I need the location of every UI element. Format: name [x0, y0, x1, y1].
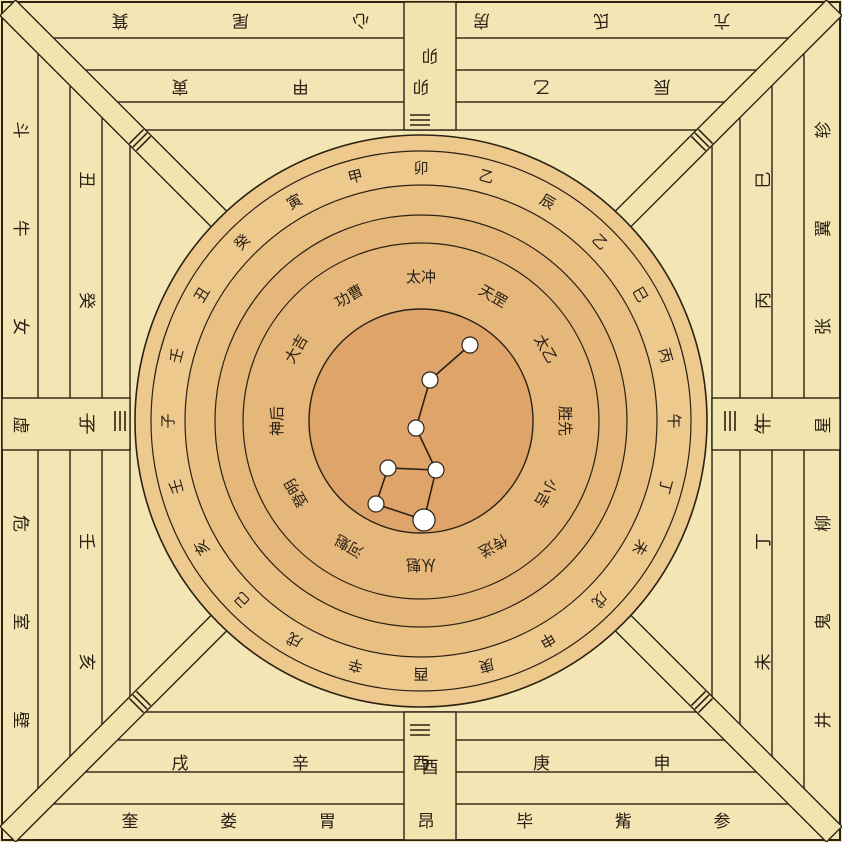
- bottom-mansion-char: 胃: [319, 812, 336, 832]
- left-mansion-char: 虚: [10, 417, 30, 434]
- bottom-branch-char: 庚: [533, 754, 550, 774]
- top-branch-char: 甲: [292, 76, 309, 96]
- left-mansion-char: 危: [10, 515, 30, 532]
- bottom-mansion-char: 奎: [122, 812, 139, 832]
- left-mansion-char: 壁: [10, 712, 30, 729]
- right-center-char: 午: [754, 418, 774, 435]
- top-mansion-char: 亢: [714, 10, 731, 30]
- bottom-branch-char: 戌: [172, 754, 189, 774]
- bottom-branch-char: 辛: [292, 754, 309, 774]
- right-branch-char: 巳: [754, 172, 774, 189]
- right-mansion-char: 井: [814, 712, 834, 729]
- bottom-branch-char: 申: [654, 754, 671, 774]
- top-mansion-char: 房: [473, 10, 490, 30]
- dipper-star: [368, 496, 384, 512]
- top-mansion-char: 心: [352, 10, 369, 30]
- dipper-star: [462, 337, 478, 353]
- inner-ring-char: 从魁: [406, 556, 436, 574]
- right-mansion-char: 鬼: [814, 613, 834, 630]
- inner-ring-char: 胜先: [556, 406, 574, 436]
- bottom-mansion-char: 娄: [220, 812, 237, 832]
- top-branch-char: 乙: [533, 76, 550, 96]
- top-center-char: 卯: [422, 45, 439, 65]
- inner-ring-char: 太冲: [406, 268, 436, 286]
- bottom-mansion-char: 参: [714, 812, 731, 832]
- right-mansion-char: 星: [814, 417, 834, 434]
- left-mansion-char: 斗: [10, 122, 30, 139]
- ring-char: 卯: [413, 159, 428, 177]
- right-mansion-char: 轸: [814, 122, 834, 139]
- top-mansion-char: 尾: [232, 10, 249, 30]
- left-mansion-char: 牛: [10, 220, 30, 237]
- top-branch-char: 寅: [172, 76, 189, 96]
- bottom-mansion-char: 昂: [418, 812, 435, 832]
- top-center-bar: [404, 2, 456, 130]
- dipper-star: [428, 462, 444, 478]
- right-mansion-char: 张: [814, 318, 834, 335]
- top-mansion-char: 氐: [593, 10, 610, 30]
- right-mansion-char: 翼: [814, 220, 834, 237]
- left-mansion-char: 女: [10, 318, 30, 335]
- dipper-star: [408, 420, 424, 436]
- right-branch-char: 未: [754, 654, 774, 671]
- dipper-star: [413, 509, 435, 531]
- ring-char: 子: [159, 413, 177, 428]
- top-branch-char: 辰: [654, 76, 671, 96]
- right-branch-char: 丁: [754, 533, 774, 550]
- left-branch-char: 丑: [76, 172, 96, 189]
- inner-disc: [309, 309, 533, 533]
- left-branch-char: 癸: [76, 292, 96, 309]
- right-mansion-char: 柳: [814, 515, 834, 532]
- left-mansion-char: 室: [10, 613, 30, 630]
- dipper-star: [380, 460, 396, 476]
- dipper-star: [422, 372, 438, 388]
- left-center-char: 子: [76, 418, 96, 435]
- bottom-center-char: 酉: [422, 758, 439, 778]
- left-branch-char: 亥: [76, 654, 96, 671]
- right-branch-char: 丙: [754, 292, 774, 309]
- top-branch-char: 卯: [413, 76, 430, 96]
- inner-ring-char: 神后: [268, 406, 286, 436]
- left-branch-char: 壬: [76, 533, 96, 550]
- bottom-mansion-char: 觜: [615, 812, 632, 832]
- ring-char: 酉: [413, 665, 428, 683]
- ring-char: 午: [665, 413, 683, 428]
- top-mansion-char: 箕: [112, 10, 129, 30]
- bottom-mansion-char: 毕: [516, 812, 533, 832]
